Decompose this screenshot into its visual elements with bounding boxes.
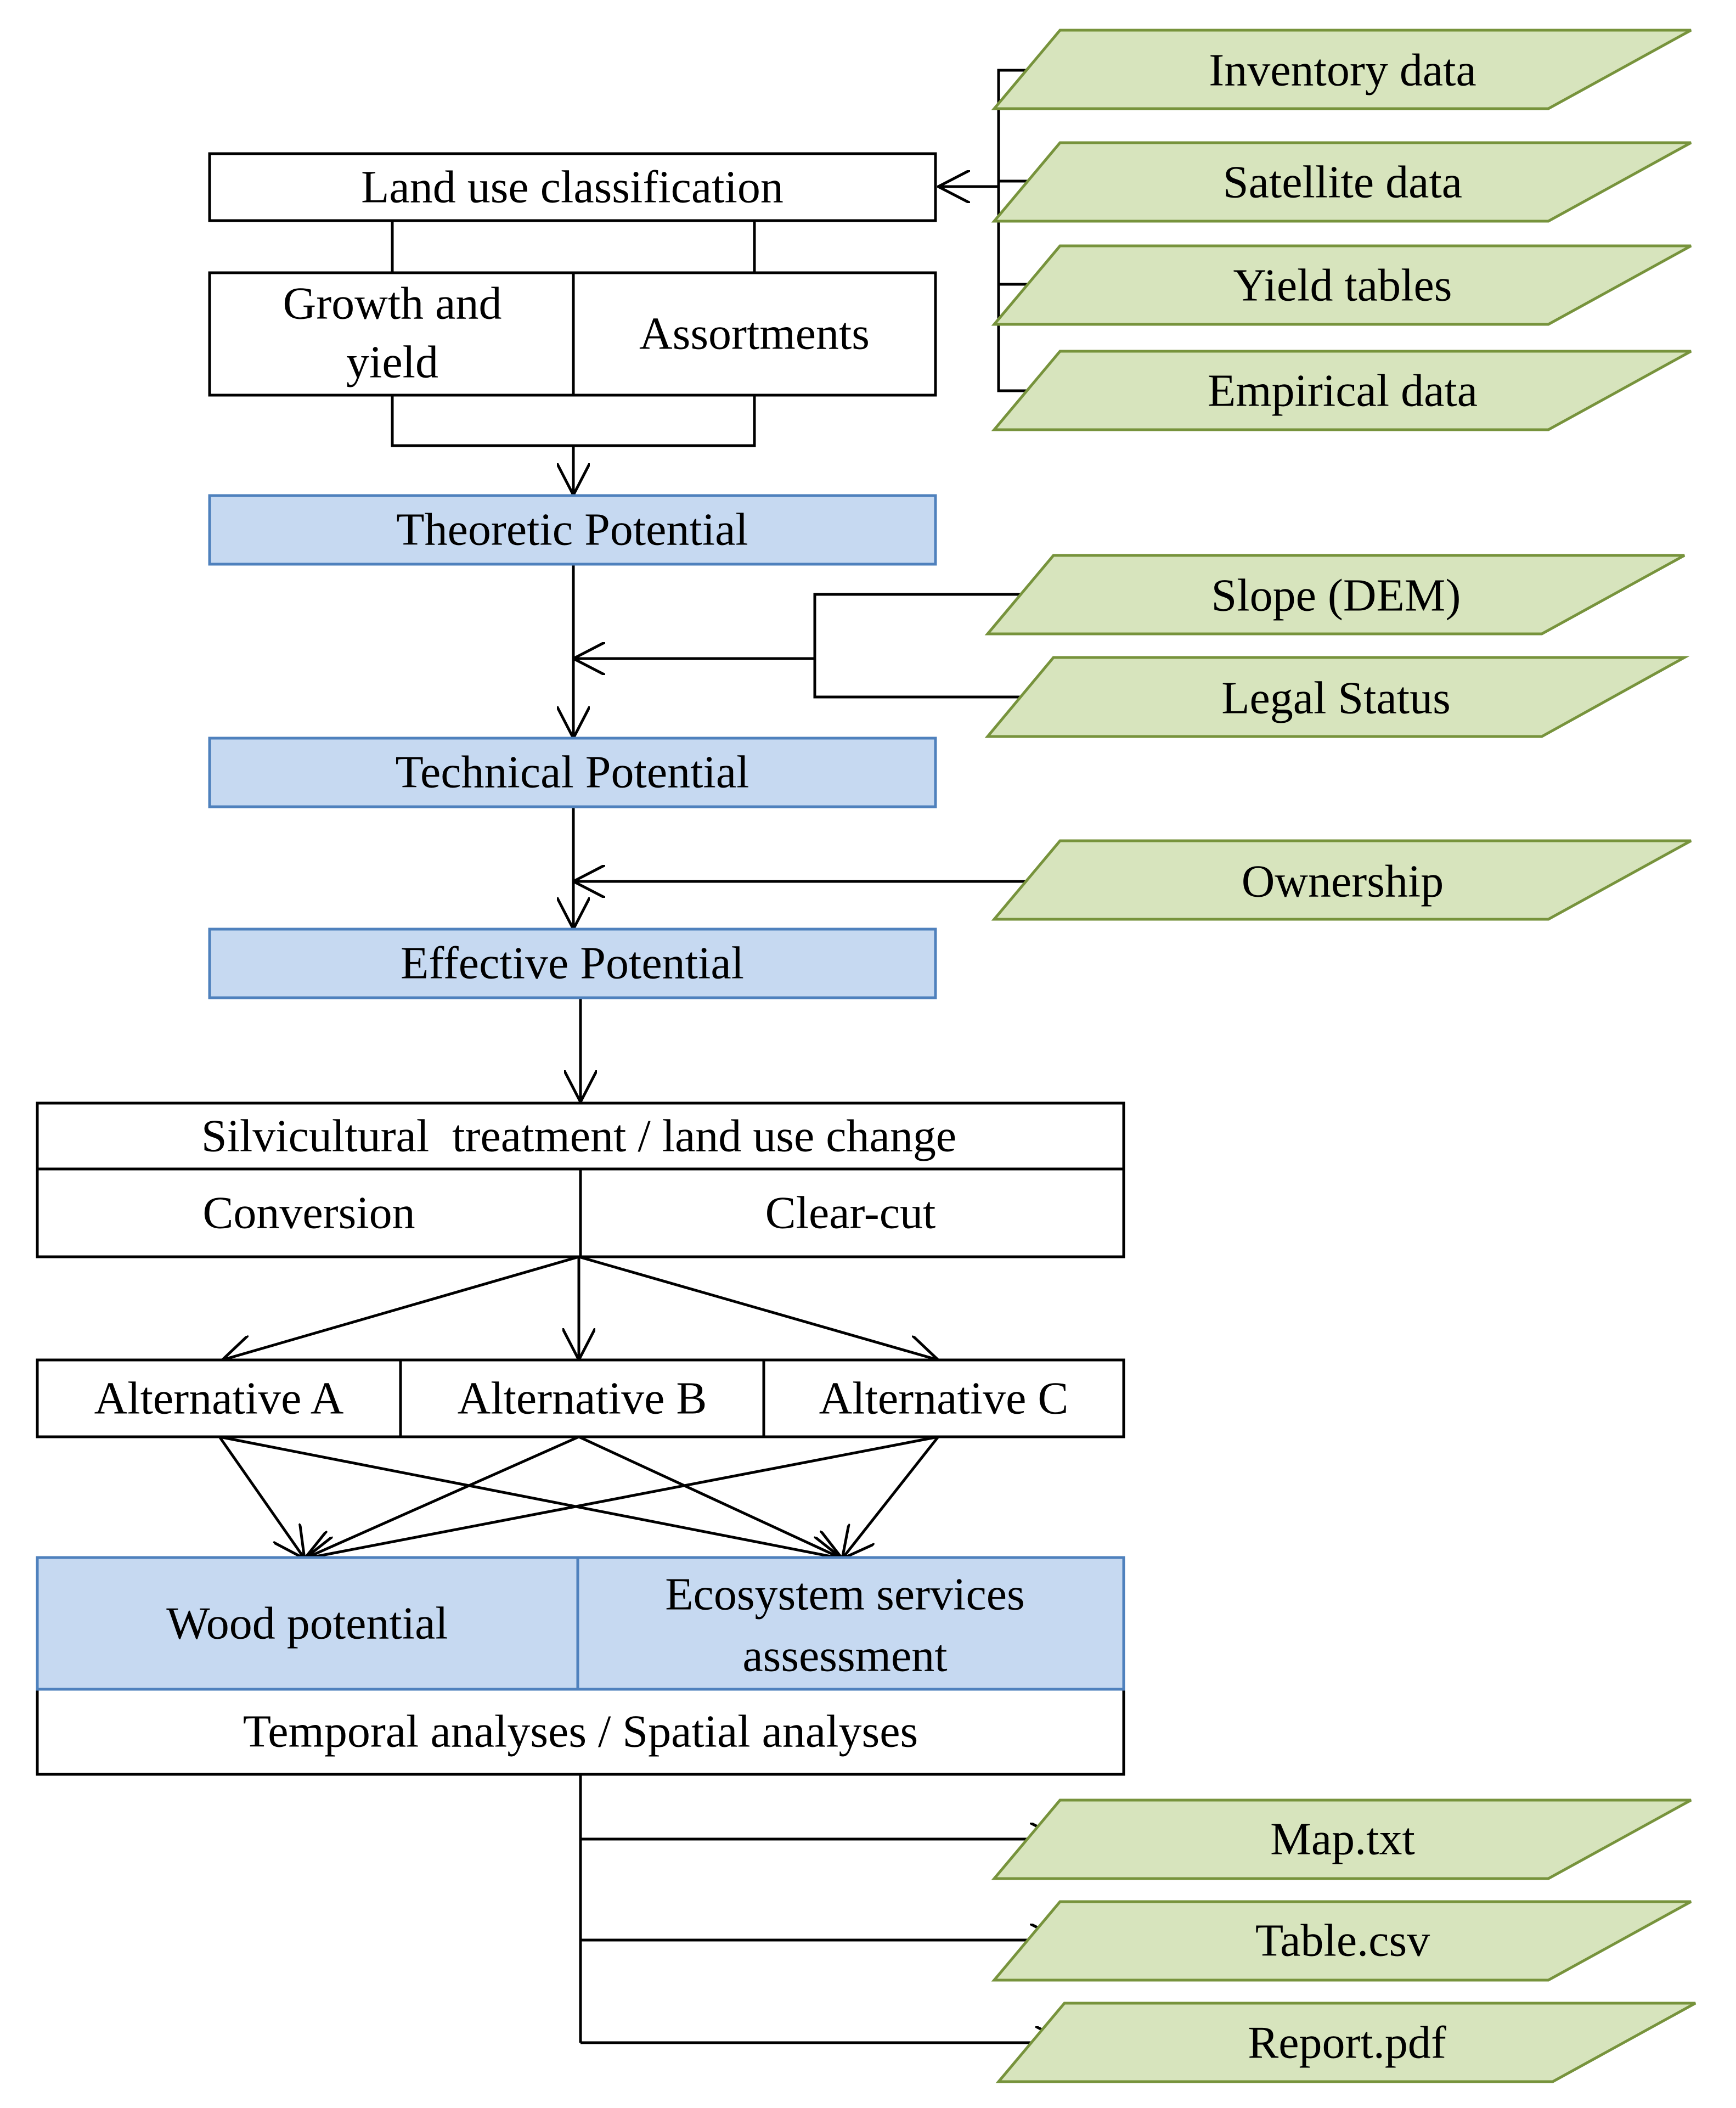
temporal-label: Temporal analyses / Spatial analyses xyxy=(243,1706,918,1757)
effective-box xyxy=(208,927,937,999)
table-csv-shape xyxy=(991,1900,1692,1982)
legal-status-shape xyxy=(984,656,1690,738)
ownership-shape xyxy=(991,839,1692,921)
clearcut-box xyxy=(579,1167,1125,1258)
constraints-bus-line xyxy=(813,593,1059,699)
yield-tables-label: Yield tables xyxy=(1233,260,1452,311)
ecosystem-box xyxy=(576,1556,1125,1691)
inventory-data-shape xyxy=(991,29,1692,110)
yield-tables-shape xyxy=(991,244,1692,326)
legal-status-label: Legal Status xyxy=(1221,673,1451,724)
arrow-c-wood xyxy=(305,1435,939,1559)
clearcut-label: Clear-cut xyxy=(765,1188,936,1239)
silvicultural-label: Silvicultural treatment / land use chang… xyxy=(201,1111,956,1162)
arrow-a-wood xyxy=(218,1436,305,1559)
arrow-b-wood xyxy=(305,1435,580,1559)
land-use-label: Land use classification xyxy=(361,162,784,213)
arrow-c-eco xyxy=(842,1436,939,1559)
merge-growth-assortments xyxy=(391,395,756,447)
land-use-box xyxy=(208,152,937,222)
alt-a-label: Alternative A xyxy=(94,1373,344,1424)
satellite-data-shape xyxy=(991,141,1692,223)
alt-c-box xyxy=(762,1358,1125,1438)
technical-box xyxy=(208,737,937,808)
growth-yield-label-2: yield xyxy=(346,337,438,388)
assortments-box xyxy=(572,271,937,397)
input-data-shapes xyxy=(984,29,1696,2083)
satellite-data-label: Satellite data xyxy=(1223,157,1462,208)
ecosystem-label-2: assessment xyxy=(742,1631,947,1682)
ownership-label: Ownership xyxy=(1242,856,1444,907)
arrow-b-eco xyxy=(578,1435,842,1559)
alt-b-label: Alternative B xyxy=(458,1373,707,1424)
theoretic-label: Theoretic Potential xyxy=(396,504,748,555)
effective-label: Effective Potential xyxy=(401,938,744,989)
report-pdf-shape xyxy=(995,2002,1696,2083)
process-boxes xyxy=(36,152,1125,1776)
table-csv-label: Table.csv xyxy=(1255,1915,1430,1966)
connectors xyxy=(218,69,1067,2043)
wood-potential-label: Wood potential xyxy=(166,1598,448,1649)
ecosystem-label-1: Ecosystem services xyxy=(665,1569,1024,1620)
arrow-to-alt-a xyxy=(222,1255,579,1360)
technical-label: Technical Potential xyxy=(396,747,749,798)
slope-dem-label: Slope (DEM) xyxy=(1211,570,1461,621)
empirical-data-label: Empirical data xyxy=(1208,366,1478,417)
conversion-label: Conversion xyxy=(202,1188,415,1239)
potential-boxes xyxy=(36,494,1125,1691)
arrow-to-alt-c xyxy=(578,1255,938,1360)
map-txt-label: Map.txt xyxy=(1270,1814,1415,1865)
theoretic-box xyxy=(208,494,937,566)
assortments-label: Assortments xyxy=(639,308,870,359)
inventory-data-label: Inventory data xyxy=(1209,45,1476,96)
growth-yield-box xyxy=(208,271,575,397)
arrow-a-eco xyxy=(219,1435,842,1559)
labels: Inventory data Satellite data Yield tabl… xyxy=(94,45,1478,2068)
input-bus-line xyxy=(997,69,1064,392)
slope-dem-shape xyxy=(984,554,1686,636)
empirical-data-shape xyxy=(991,350,1692,431)
map-txt-shape xyxy=(991,1798,1692,1880)
silvicultural-box xyxy=(36,1101,1125,1171)
temporal-box xyxy=(36,1688,1125,1776)
alt-c-label: Alternative C xyxy=(819,1373,1069,1424)
growth-yield-label-1: Growth and xyxy=(283,278,502,329)
alt-a-box xyxy=(36,1358,402,1438)
report-pdf-label: Report.pdf xyxy=(1248,2017,1446,2068)
